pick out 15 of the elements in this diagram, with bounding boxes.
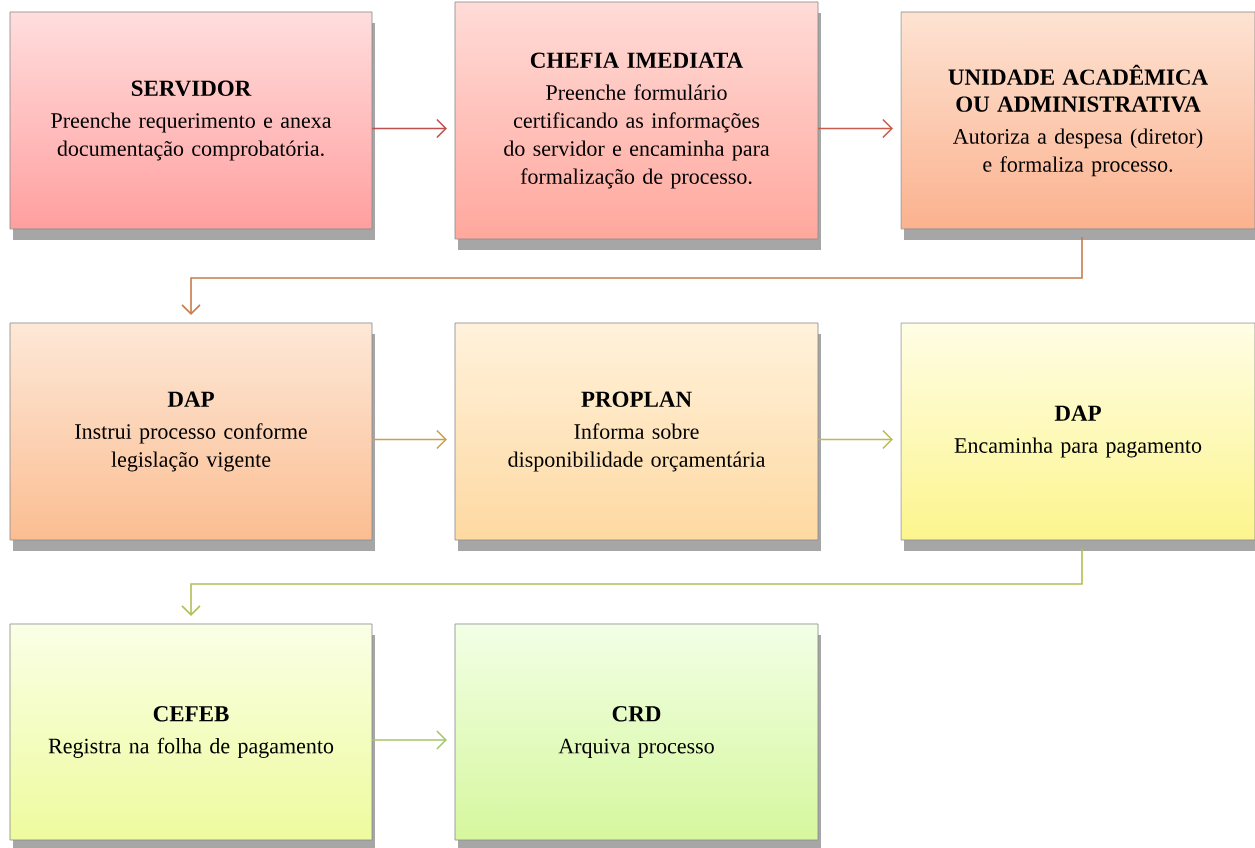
process-box: DAP Encaminha para pagamento bbox=[900, 322, 1255, 551]
arrow bbox=[181, 547, 1083, 616]
process-box: CRD Arquiva processo bbox=[454, 623, 821, 848]
process-box: DAP Instrui processo conforme legislação vigente bbox=[9, 322, 375, 551]
process-box: CEFEB Registra na folha de pagamento bbox=[9, 623, 375, 848]
arrow bbox=[181, 236, 1083, 315]
arrow bbox=[817, 118, 893, 139]
process-box: UNIDADE ACADÊMICA OU ADMINISTRATIVA Autoriza a despesa (diretor) e formaliza processo. bbox=[900, 11, 1255, 240]
process-box: SERVIDOR Preenche requerimento e anexa documentação comprobatória. bbox=[9, 11, 375, 240]
arrow bbox=[371, 118, 447, 139]
arrow bbox=[371, 730, 447, 750]
arrow bbox=[371, 429, 447, 450]
process-box: CHEFIA IMEDIATA Preenche formulário certificando as informações do servidor e encaminha para formalização de processo. bbox=[454, 1, 821, 250]
arrow bbox=[817, 429, 893, 450]
process-box: PROPLAN Informa sobre disponibilidade orçamentária bbox=[454, 322, 821, 551]
